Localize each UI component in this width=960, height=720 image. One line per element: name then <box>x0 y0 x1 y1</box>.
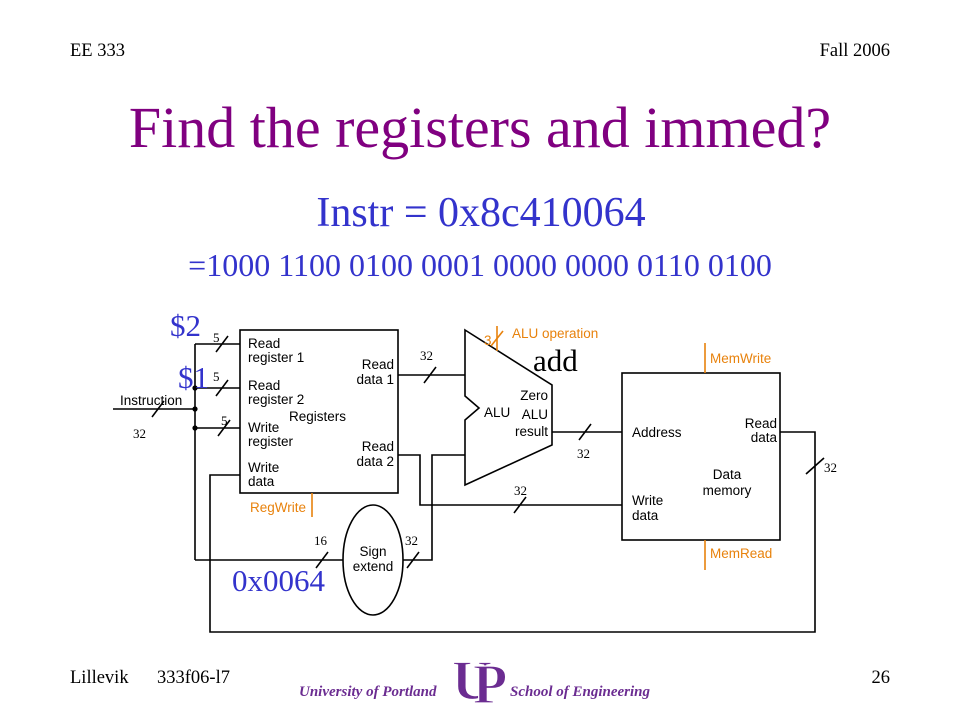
alu-operation-label: ALU operation <box>512 326 598 341</box>
registers-title: Registers <box>289 409 346 424</box>
wire-junctions <box>192 385 198 431</box>
bus-slash-sign-extend-in <box>315 551 329 569</box>
read-register-2-label-line1: Read <box>248 378 280 393</box>
annotation-immediate: 0x0064 <box>232 563 326 598</box>
alu-operation-bits-label: 3 <box>484 333 492 348</box>
logo-school-name: School of Engineering <box>510 684 651 700</box>
memory-read-data-label-line2: data <box>751 430 778 445</box>
datapath-diagram: Instruction Read register 1 Read registe… <box>113 308 837 633</box>
bus-width-labels: 32 5 5 5 32 32 32 16 32 32 <box>133 330 837 548</box>
memwrite-label: MemWrite <box>710 351 771 366</box>
alu-label: ALU <box>484 405 510 420</box>
wires <box>113 335 825 633</box>
annotation-rt-register: $1 <box>178 360 209 395</box>
component-labels: Instruction Read register 1 Read registe… <box>120 336 777 574</box>
bus-slash-read-data-1 <box>423 366 437 384</box>
bus-width-read-data-2: 32 <box>514 483 527 498</box>
write-register-label-line2: register <box>248 434 294 449</box>
bus-slash-read-register-2 <box>215 379 229 397</box>
annotation-alu-op: add <box>533 343 578 378</box>
bus-width-write-register: 5 <box>221 413 228 428</box>
slide-title: Find the registers and immed? <box>129 95 831 160</box>
data-memory-title-line1: Data <box>713 467 742 482</box>
memory-write-data-label-line1: Write <box>632 493 663 508</box>
logo-letter-p: P <box>473 654 507 716</box>
instruction-label: Instruction <box>120 393 182 408</box>
junction-dot <box>192 406 198 412</box>
bus-slash-write-register <box>217 419 231 437</box>
bus-slash-sign-extend-out <box>406 551 420 569</box>
register-annotations: $2 $1 0x0064 <box>170 308 326 598</box>
page-number: 26 <box>872 668 891 688</box>
bus-slash-read-register-1 <box>215 335 229 353</box>
alu-block <box>464 328 553 487</box>
control-lines <box>311 326 706 570</box>
read-data-2-label-line1: Read <box>362 439 394 454</box>
memory-read-data-label-line1: Read <box>745 416 777 431</box>
instruction-hex: Instr = 0x8c410064 <box>316 190 645 236</box>
sign-extend-label-line2: extend <box>353 559 394 574</box>
course-label: EE 333 <box>70 41 125 61</box>
bus-width-sign-extend-out: 32 <box>405 533 418 548</box>
bus-width-instruction: 32 <box>133 426 146 441</box>
bus-width-read-register-2: 5 <box>213 369 220 384</box>
university-logo: University of Portland U P School of Eng… <box>299 649 651 716</box>
annotation-rs-register: $2 <box>170 308 201 343</box>
bus-slash-memory-read-data <box>805 457 825 475</box>
bus-width-read-data-1: 32 <box>420 348 433 363</box>
footer-author: Lillevik <box>70 668 129 688</box>
read-register-2-label-line2: register 2 <box>248 392 304 407</box>
bus-width-read-register-1: 5 <box>213 330 220 345</box>
write-register-label-line1: Write <box>248 420 279 435</box>
footer-file: 333f06-l7 <box>157 668 230 688</box>
bus-width-memory-read-data: 32 <box>824 460 837 475</box>
logo-university-name: University of Portland <box>299 684 437 700</box>
sign-extend-block <box>342 504 404 616</box>
regwrite-label: RegWrite <box>250 500 306 515</box>
bus-width-sign-extend-in: 16 <box>314 533 328 548</box>
bus-slash-alu-result <box>578 423 592 441</box>
alu-zero-label: Zero <box>520 388 548 403</box>
read-data-1-label-line1: Read <box>362 357 394 372</box>
bus-width-alu-result: 32 <box>577 446 590 461</box>
alu-operation-bus-slash <box>490 330 504 347</box>
sign-extend-label-line1: Sign <box>359 544 386 559</box>
data-memory-title-line2: memory <box>703 483 752 498</box>
wire-sign-extend-to-alu <box>403 454 465 561</box>
read-data-1-label-line2: data 1 <box>356 372 394 387</box>
read-register-1-label-line2: register 1 <box>248 350 304 365</box>
register-write-data-label-line1: Write <box>248 460 279 475</box>
alu-result-label-line2: result <box>515 424 548 439</box>
memread-label: MemRead <box>710 546 772 561</box>
instruction-binary: =1000 1100 0100 0001 0000 0000 0110 0100 <box>188 247 772 283</box>
bus-slash-instruction <box>151 400 165 418</box>
read-register-1-label-line1: Read <box>248 336 280 351</box>
control-labels: RegWrite 3 ALU operation MemWrite MemRea… <box>250 326 772 561</box>
bus-slash-read-data-2 <box>513 496 527 514</box>
components <box>239 328 781 616</box>
logo-letter-u: U <box>452 650 492 712</box>
junction-dot <box>192 385 198 391</box>
alu-result-label-line1: ALU <box>522 407 548 422</box>
register-write-data-label-line2: data <box>248 474 275 489</box>
data-memory-block <box>621 372 781 541</box>
wire-memory-read-data-to-write-data <box>209 431 816 633</box>
register-file-block <box>239 329 399 494</box>
memory-write-data-label-line2: data <box>632 508 659 523</box>
instruction-encoding: Instr = 0x8c410064 =1000 1100 0100 0001 … <box>188 190 772 283</box>
junction-dot <box>192 425 198 431</box>
read-data-2-label-line2: data 2 <box>356 454 394 469</box>
term-label: Fall 2006 <box>820 41 890 61</box>
memory-address-label: Address <box>632 425 682 440</box>
